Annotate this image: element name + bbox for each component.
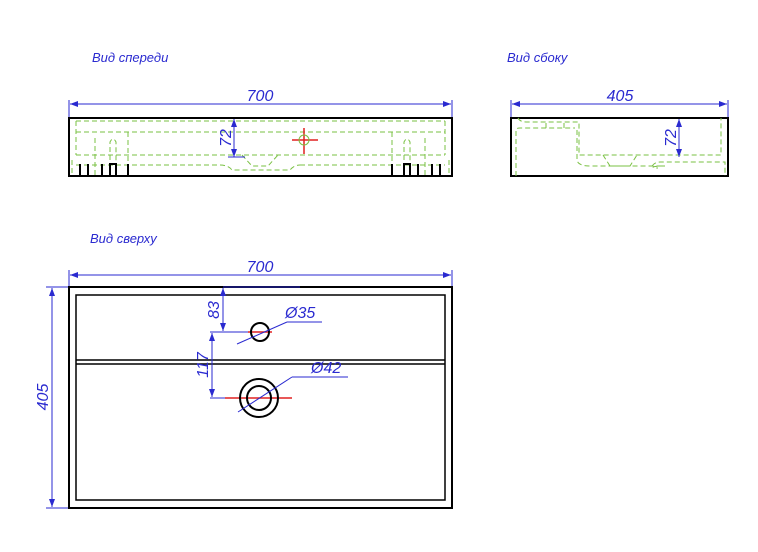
side-height-dimension: 72	[663, 129, 680, 147]
front-hidden-lines	[71, 120, 450, 176]
side-view: Вид сбоку 405 72	[507, 50, 729, 177]
top-depth-dimension: 405	[35, 384, 52, 411]
front-drain-centerline-icon	[292, 128, 318, 154]
top-view-title: Вид сверху	[90, 231, 158, 246]
drain-hole-diameter: Ø42	[310, 360, 341, 377]
front-view-title: Вид спереди	[92, 50, 168, 65]
front-feet	[79, 163, 441, 176]
drain-hole-icon	[225, 378, 292, 418]
side-outline	[510, 117, 729, 177]
front-outline	[68, 117, 453, 177]
drain-offset-dimension: 117	[195, 351, 212, 378]
tap-hole-diameter: Ø35	[284, 305, 315, 322]
basin-inner-outline	[75, 294, 446, 501]
top-view: Вид сверху 700 405 83 117 Ø35	[35, 231, 453, 509]
side-view-title: Вид сбоку	[507, 50, 569, 65]
tap-offset-dimension: 83	[206, 301, 223, 319]
top-width-dimension: 700	[247, 259, 274, 276]
side-hidden-lines	[515, 117, 726, 176]
side-width-dimension: 405	[607, 88, 634, 105]
front-width-dimension: 700	[247, 88, 274, 105]
front-view: Вид спереди 700	[68, 50, 453, 177]
tap-hole-icon	[248, 322, 272, 342]
front-height-dimension: 72	[218, 129, 235, 147]
